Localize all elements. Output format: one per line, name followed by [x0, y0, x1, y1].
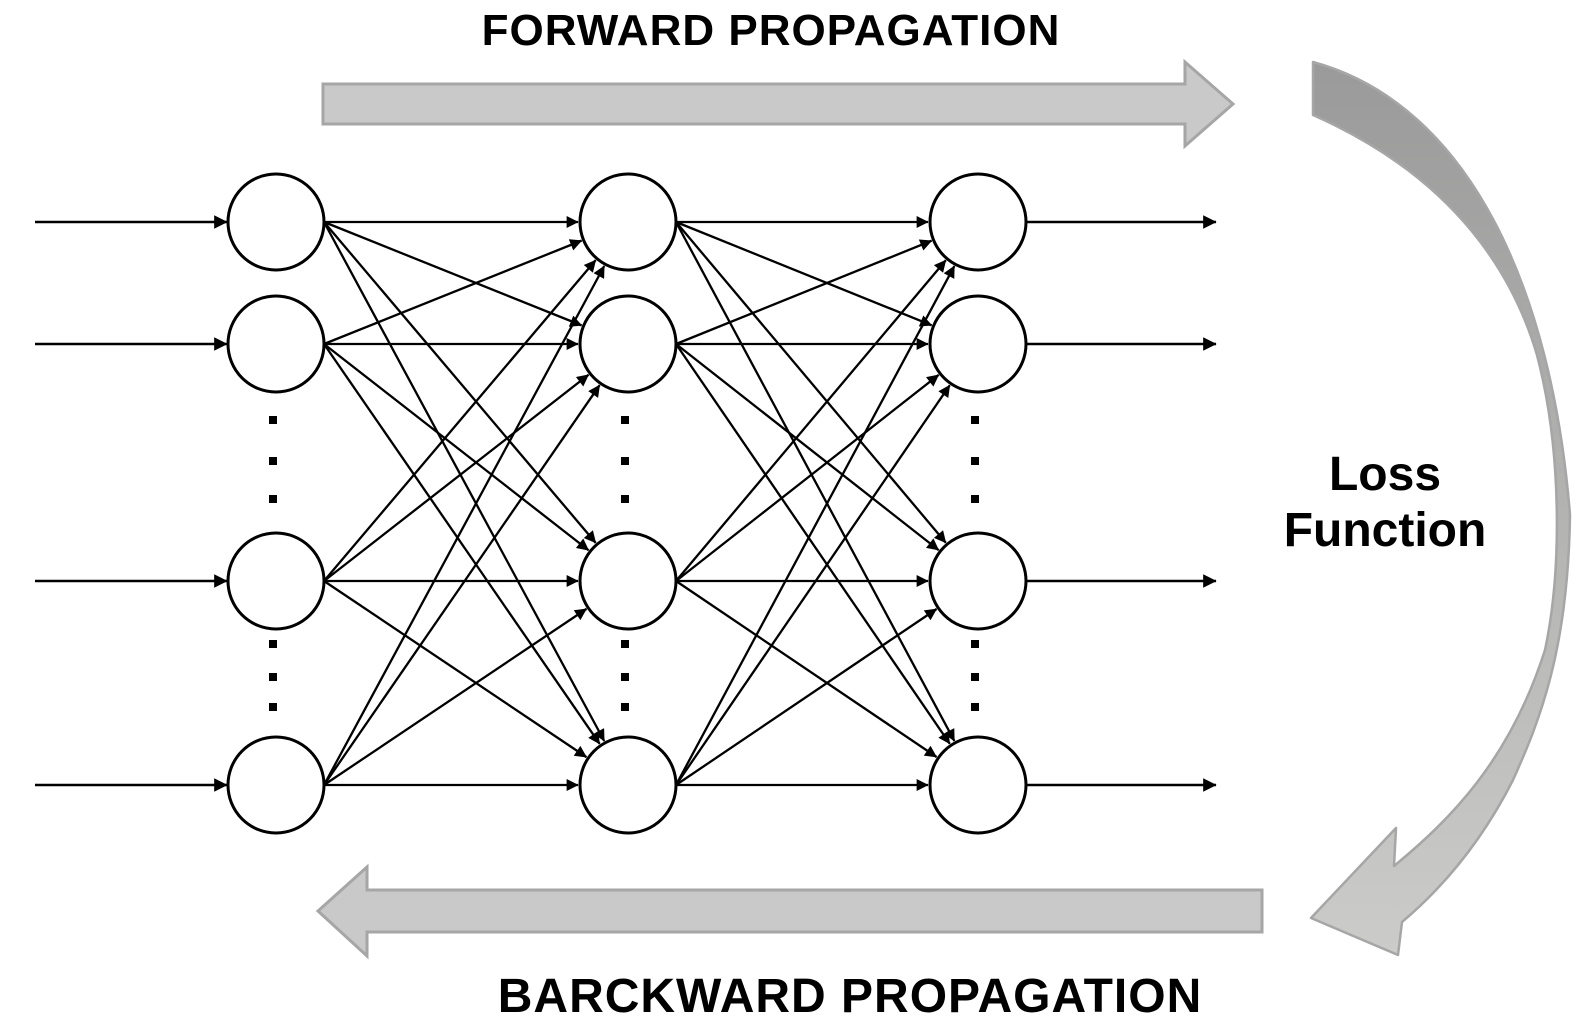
hidden-layer-node: [578, 531, 678, 631]
loss-feedback-curved-arrow: [1309, 60, 1572, 957]
edge-hidden-layer-to-output-layer: [675, 343, 951, 745]
input-layer-node: [226, 531, 326, 631]
input-layer-node: [226, 735, 326, 835]
input-layer-ellipsis-dot: [269, 495, 277, 503]
loss-function-label-line1: Loss: [1329, 448, 1441, 501]
edge-input-layer-to-hidden-layer: [322, 221, 606, 742]
hidden-layer-node: [578, 294, 678, 394]
edge-input-layer-to-hidden-layer: [323, 220, 583, 327]
neural-network: [35, 172, 1217, 835]
edge-input-layer-to-hidden-layer: [323, 343, 590, 552]
hidden-layer-ellipsis-dot: [621, 673, 629, 681]
edge-input-layer-to-hidden-layer: [323, 607, 588, 786]
edge-hidden-layer-to-output-layer: [675, 343, 940, 552]
loss-function-label: Loss Function: [1284, 448, 1487, 557]
edge-input-layer-to-hidden-layer: [323, 384, 601, 786]
hidden-layer-ellipsis-dot: [621, 416, 629, 424]
input-layer-ellipsis-dot: [269, 640, 277, 648]
output-layer-node: [928, 531, 1028, 631]
edge-input-layer-to-hidden-layer: [322, 265, 606, 786]
output-layer-ellipsis-dot: [971, 495, 979, 503]
output-layer-node: [928, 735, 1028, 835]
hidden-layer-node: [578, 735, 678, 835]
backward-propagation-arrow: [315, 863, 1264, 960]
forward-propagation-label: FORWARD PROPAGATION: [482, 6, 1061, 55]
hidden-layer-ellipsis-dot: [621, 640, 629, 648]
hidden-layer-ellipsis-dot: [621, 495, 629, 503]
input-layer-ellipsis-dot: [269, 416, 277, 424]
edge-hidden-layer-to-output-layer: [674, 221, 956, 742]
edge-input-layer-to-hidden-layer: [323, 580, 588, 759]
edge-hidden-layer-to-output-layer: [675, 221, 947, 544]
output-layer-node: [928, 172, 1028, 272]
edge-hidden-layer-to-output-layer: [674, 265, 956, 786]
backward-propagation-label: BARCKWARD PROPAGATION: [498, 970, 1203, 1023]
edge-input-layer-to-hidden-layer: [323, 259, 597, 582]
hidden-layer-ellipsis-dot: [621, 457, 629, 465]
edge-input-layer-to-hidden-layer: [323, 373, 590, 582]
output-layer-ellipsis-dot: [971, 640, 979, 648]
input-layer-ellipsis-dot: [269, 673, 277, 681]
edge-hidden-layer-to-output-layer: [675, 384, 951, 786]
edge-hidden-layer-to-output-layer: [675, 259, 947, 582]
hidden-layer-node: [578, 172, 678, 272]
output-layer-node: [928, 294, 1028, 394]
input-layer-node: [226, 172, 326, 272]
edge-hidden-layer-to-output-layer: [675, 608, 938, 786]
edge-input-layer-to-hidden-layer: [323, 343, 601, 745]
input-layer-ellipsis-dot: [269, 703, 277, 711]
edge-input-layer-to-hidden-layer: [323, 239, 583, 346]
edge-hidden-layer-to-output-layer: [675, 239, 933, 346]
output-layer-ellipsis-dot: [971, 457, 979, 465]
edge-hidden-layer-to-output-layer: [675, 373, 940, 582]
loss-function-label-line2: Function: [1284, 504, 1487, 557]
edge-hidden-layer-to-output-layer: [675, 580, 938, 758]
output-layer-ellipsis-dot: [971, 703, 979, 711]
output-layer-ellipsis-dot: [971, 673, 979, 681]
forward-propagation-arrow: [321, 58, 1236, 150]
input-layer-node: [226, 294, 326, 394]
edge-input-layer-to-hidden-layer: [323, 221, 597, 544]
hidden-layer-ellipsis-dot: [621, 703, 629, 711]
input-layer-ellipsis-dot: [269, 457, 277, 465]
output-layer-ellipsis-dot: [971, 416, 979, 424]
edge-hidden-layer-to-output-layer: [675, 220, 933, 327]
